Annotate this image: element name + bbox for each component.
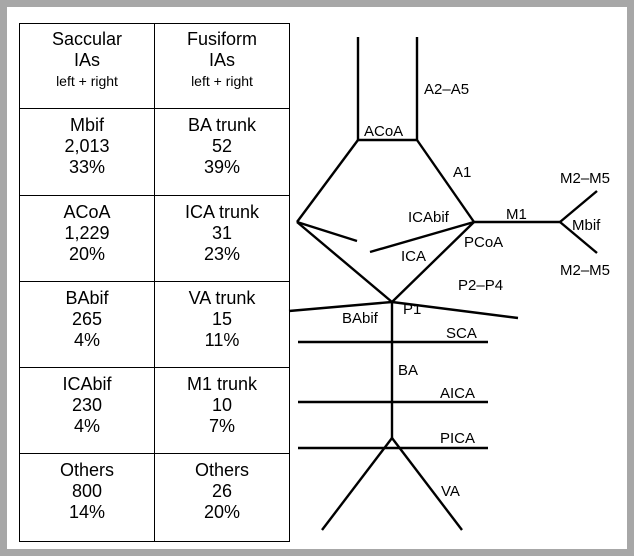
site-count: 10 bbox=[211, 395, 233, 415]
fusiform-cell: BA trunk 52 39% bbox=[154, 108, 290, 196]
label-p2-p4: P2–P4 bbox=[458, 277, 503, 294]
fusiform-header-sub: left + right bbox=[191, 73, 253, 89]
site-name: Others bbox=[59, 460, 115, 480]
label-mbif: Mbif bbox=[572, 217, 601, 234]
table-row: ICAbif 230 4% M1 trunk 10 7% bbox=[19, 367, 290, 454]
fusiform-cell: ICA trunk 31 23% bbox=[154, 195, 290, 282]
site-count: 2,013 bbox=[64, 136, 110, 156]
saccular-cell: ICAbif 230 4% bbox=[19, 367, 155, 454]
site-percent: 39% bbox=[203, 157, 241, 177]
table-row: BAbif 265 4% VA trunk 15 11% bbox=[19, 281, 290, 368]
site-percent: 11% bbox=[204, 330, 240, 350]
label-m2-m5-bottom: M2–M5 bbox=[560, 262, 610, 279]
fusiform-header-title: Fusiform bbox=[186, 29, 257, 49]
site-name: VA trunk bbox=[188, 288, 256, 308]
site-count: 230 bbox=[71, 395, 103, 415]
saccular-cell: ACoA 1,229 20% bbox=[19, 195, 155, 282]
site-percent: 4% bbox=[73, 416, 100, 436]
site-name: Mbif bbox=[69, 115, 104, 135]
label-a1: A1 bbox=[453, 164, 471, 181]
saccular-header-sub: left + right bbox=[56, 73, 118, 89]
table-row: Others 800 14% Others 26 20% bbox=[19, 453, 290, 542]
label-icabif: ICAbif bbox=[408, 209, 450, 226]
label-p1: P1 bbox=[403, 301, 421, 318]
site-percent: 20% bbox=[203, 502, 241, 522]
right-ica-vessel bbox=[369, 220, 475, 254]
site-count: 265 bbox=[71, 309, 103, 329]
site-name: ICA trunk bbox=[184, 202, 260, 222]
table-row: ACoA 1,229 20% ICA trunk 31 23% bbox=[19, 195, 290, 282]
site-percent: 23% bbox=[203, 244, 241, 264]
site-count: 52 bbox=[211, 136, 233, 156]
label-ica: ICA bbox=[401, 248, 426, 265]
pcoa-vessel bbox=[391, 221, 475, 303]
site-name: M1 trunk bbox=[186, 374, 258, 394]
fusiform-cell: VA trunk 15 11% bbox=[154, 281, 290, 368]
saccular-header-title2: IAs bbox=[73, 50, 100, 70]
fusiform-header: Fusiform IAs left + right bbox=[154, 23, 290, 109]
label-pcoa: PCoA bbox=[464, 234, 503, 251]
site-percent: 14% bbox=[68, 502, 106, 522]
fusiform-header-title2: IAs bbox=[208, 50, 235, 70]
label-pica: PICA bbox=[440, 430, 475, 447]
left-pca-vessel bbox=[288, 300, 393, 313]
label-m1: M1 bbox=[506, 206, 527, 223]
left-va-vessel bbox=[321, 437, 393, 531]
label-a2-a5: A2–A5 bbox=[424, 81, 469, 98]
saccular-cell: Mbif 2,013 33% bbox=[19, 108, 155, 196]
site-percent: 33% bbox=[68, 157, 106, 177]
m2-m5-upper-vessel bbox=[559, 190, 598, 223]
label-acoa: ACoA bbox=[364, 123, 403, 140]
site-count: 31 bbox=[211, 223, 233, 243]
site-percent: 20% bbox=[68, 244, 106, 264]
left-m1-stub-vessel bbox=[296, 220, 358, 243]
saccular-header-title: Saccular bbox=[51, 29, 123, 49]
fusiform-cell: Others 26 20% bbox=[154, 453, 290, 542]
site-count: 15 bbox=[211, 309, 233, 329]
site-count: 26 bbox=[211, 481, 233, 501]
fusiform-cell: M1 trunk 10 7% bbox=[154, 367, 290, 454]
label-aica: AICA bbox=[440, 385, 475, 402]
site-name: ICAbif bbox=[62, 374, 112, 394]
right-va-vessel bbox=[391, 437, 463, 531]
site-name: BA trunk bbox=[187, 115, 257, 135]
label-sca: SCA bbox=[446, 325, 477, 342]
site-percent: 4% bbox=[73, 330, 100, 350]
site-percent: 7% bbox=[208, 416, 235, 436]
site-name: BAbif bbox=[65, 288, 109, 308]
label-va: VA bbox=[441, 483, 460, 500]
table-row: Mbif 2,013 33% BA trunk 52 39% bbox=[19, 108, 290, 196]
left-ica-vessel bbox=[296, 221, 393, 303]
aneurysm-site-table: Saccular IAs left + right Fusiform IAs l… bbox=[19, 23, 290, 542]
m2-m5-lower-vessel bbox=[559, 221, 598, 254]
left-a1-vessel bbox=[296, 139, 359, 223]
label-ba: BA bbox=[398, 362, 418, 379]
site-name: Others bbox=[194, 460, 250, 480]
p2-p4-vessel bbox=[391, 300, 519, 320]
label-babif: BAbif bbox=[342, 310, 379, 327]
site-name: ACoA bbox=[63, 202, 111, 222]
right-a1-vessel bbox=[416, 139, 475, 223]
label-m2-m5-top: M2–M5 bbox=[560, 170, 610, 187]
site-count: 800 bbox=[71, 481, 103, 501]
saccular-cell: Others 800 14% bbox=[19, 453, 155, 542]
site-count: 1,229 bbox=[64, 223, 110, 243]
